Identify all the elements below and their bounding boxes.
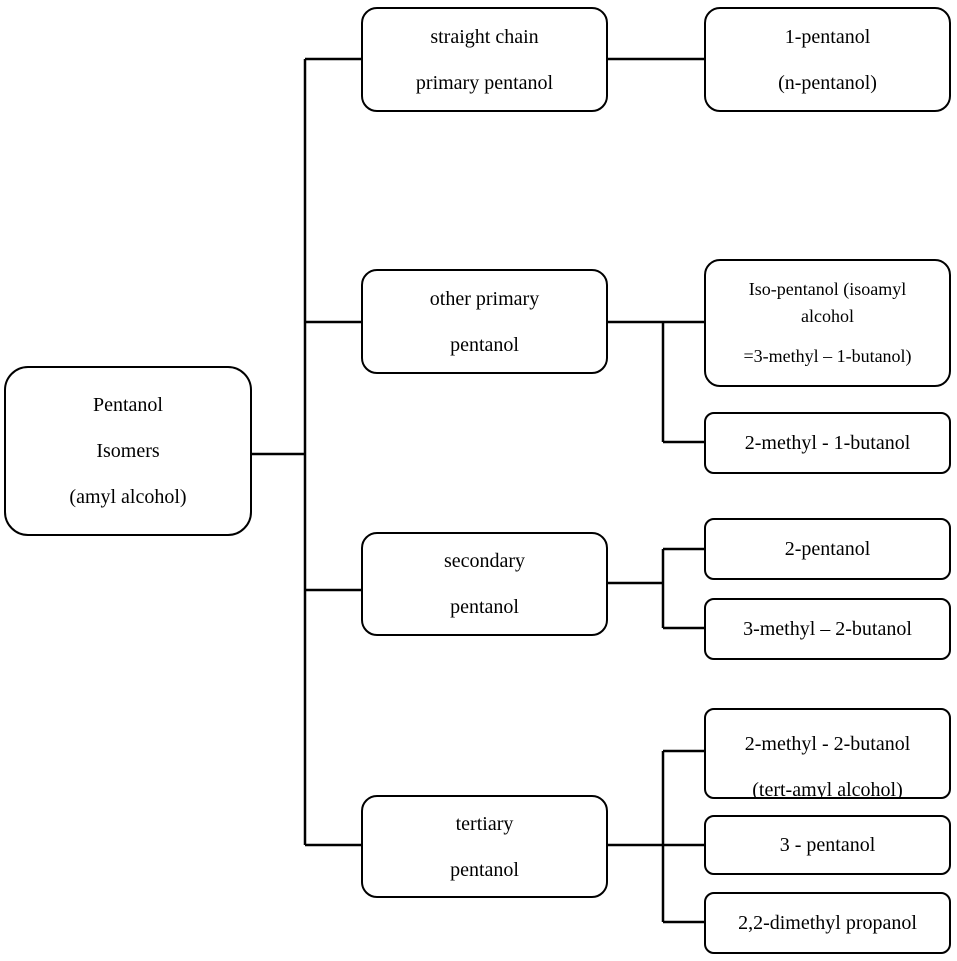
- isomer-1-line-2: (n-pentanol): [778, 71, 877, 94]
- category-4-line-1: tertiary: [455, 812, 514, 835]
- category-4-line-2: pentanol: [450, 858, 519, 881]
- isomer-node-3-pentanol: 3 - pentanol: [704, 815, 951, 875]
- category-1-line-1: straight chain: [430, 25, 539, 48]
- isomer-3-line-1: 2-methyl - 1-butanol: [744, 432, 911, 454]
- category-node-straight-chain: straight chain primary pentanol: [361, 7, 608, 112]
- root-line-2: Isomers: [96, 440, 160, 462]
- category-3-line-2: pentanol: [450, 596, 519, 618]
- category-2-line-1: other primary: [429, 287, 540, 310]
- isomer-2-line-2: alcohol: [801, 306, 854, 327]
- root-line-1: Pentanol: [93, 394, 163, 416]
- category-node-secondary: secondary pentanol: [361, 532, 608, 636]
- category-3-line-1: secondary: [443, 550, 526, 572]
- isomer-8-line-1: 2,2-dimethyl propanol: [738, 912, 917, 934]
- isomer-7-line-1: 3 - pentanol: [779, 834, 876, 856]
- isomer-2-line-3: =3-methyl – 1-butanol): [743, 345, 912, 366]
- category-1-line-2: primary pentanol: [415, 71, 554, 94]
- isomer-node-2-pentanol: 2-pentanol: [704, 518, 951, 580]
- isomer-node-1-pentanol: 1-pentanol (n-pentanol): [704, 7, 951, 112]
- root-node-pentanol-isomers: Pentanol Isomers (amyl alcohol): [4, 366, 252, 536]
- isomer-node-2-methyl-1-butanol: 2-methyl - 1-butanol: [704, 412, 951, 474]
- isomer-6-line-1: 2-methyl - 2-butanol: [744, 733, 911, 755]
- isomer-4-line-1: 2-pentanol: [784, 538, 871, 560]
- category-2-line-2: pentanol: [450, 333, 519, 356]
- isomer-node-3-methyl-2-butanol: 3-methyl – 2-butanol: [704, 598, 951, 660]
- isomer-1-line-1: 1-pentanol: [784, 25, 871, 48]
- isomer-2-line-1: Iso-pentanol (isoamyl: [748, 278, 907, 299]
- root-line-3: (amyl alcohol): [69, 486, 187, 508]
- isomer-5-line-1: 3-methyl – 2-butanol: [743, 618, 912, 640]
- isomer-6-line-2: (tert-amyl alcohol): [752, 779, 903, 799]
- category-node-other-primary: other primary pentanol: [361, 269, 608, 374]
- category-node-tertiary: tertiary pentanol: [361, 795, 608, 898]
- isomer-node-2-methyl-2-butanol: 2-methyl - 2-butanol (tert-amyl alcohol): [704, 708, 951, 799]
- isomer-node-iso-pentanol: Iso-pentanol (isoamyl alcohol =3-methyl …: [704, 259, 951, 387]
- isomer-node-2-2-dimethyl-propanol: 2,2-dimethyl propanol: [704, 892, 951, 954]
